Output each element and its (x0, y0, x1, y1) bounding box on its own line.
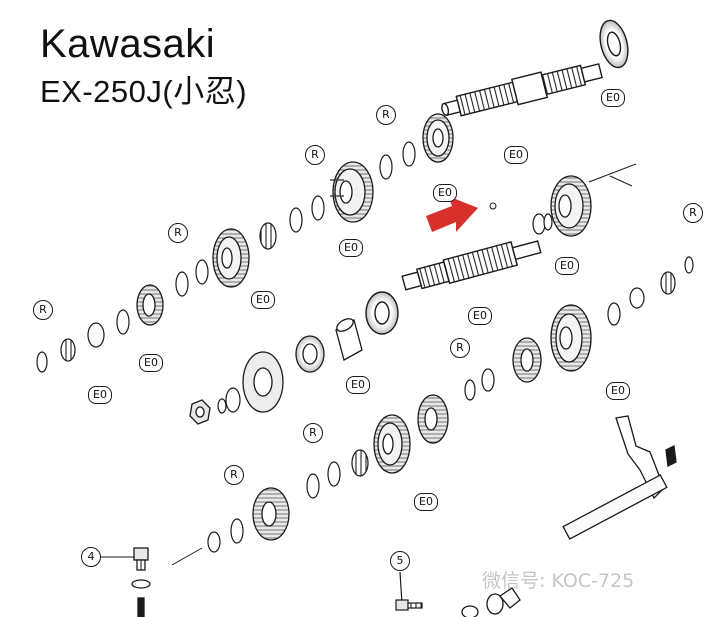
upper-shaft (441, 63, 603, 117)
leader-line (609, 175, 633, 187)
e0-label: E0 (339, 239, 363, 257)
r-label: R (168, 223, 188, 243)
middle-seal (295, 335, 325, 373)
lower-gear-a (417, 394, 449, 444)
wechat-watermark: 微信号: KOC-725 (482, 570, 635, 592)
upper-gear-a (422, 113, 454, 163)
lower-washers (207, 518, 244, 553)
middle-bearing (365, 291, 399, 335)
e0-label: E0 (555, 257, 579, 275)
upper-gear-c (212, 228, 250, 288)
middle-shaft (401, 240, 542, 291)
r-label: R (305, 145, 325, 165)
model-title: EX-250J(小忍) (40, 74, 248, 109)
lower-gear-c (252, 487, 290, 541)
right-gear-large (550, 304, 592, 372)
sprocket-nut (189, 399, 211, 425)
bolt-5 (395, 571, 423, 611)
e0-label: E0 (414, 493, 438, 511)
e0-label: E0 (139, 354, 163, 372)
lower-needle-bearing (306, 449, 369, 499)
middle-sleeve (335, 318, 363, 361)
top-bearing (599, 19, 629, 69)
right-parts (464, 256, 694, 401)
upper-washers-2 (289, 195, 325, 233)
e0-label: E0 (601, 89, 625, 107)
leader-line (588, 163, 637, 183)
e0-label: E0 (88, 386, 112, 404)
r-label: R (450, 338, 470, 358)
upper-washers-4 (87, 309, 130, 348)
upper-washers (379, 141, 416, 180)
sprocket (242, 351, 284, 413)
upper-washers-3 (175, 259, 209, 297)
r-label: R (303, 423, 323, 443)
shift-fork (461, 415, 677, 617)
ref-4-label: 4 (81, 547, 101, 567)
r-label: R (376, 105, 396, 125)
e0-label: E0 (468, 307, 492, 325)
e0-label: E0 (504, 146, 528, 164)
right-gear-small (512, 337, 542, 383)
middle-gear-right (550, 175, 592, 237)
lower-gear-b (373, 414, 411, 474)
locating-dot (489, 202, 497, 210)
brand-title: Kawasaki (40, 22, 216, 66)
middle-washers (217, 387, 241, 414)
e0-label: E0 (346, 376, 370, 394)
needle-bearing-b (36, 338, 76, 373)
needle-bearing-a (259, 222, 277, 250)
e0-label: E0 (433, 184, 457, 202)
upper-gear-b (330, 161, 374, 223)
r-label: R (33, 300, 53, 320)
e0-label: E0 (606, 382, 630, 400)
e0-label: E0 (251, 291, 275, 309)
middle-collar (532, 213, 553, 235)
r-label: R (224, 465, 244, 485)
r-label: R (683, 203, 703, 223)
pointer-arrow (426, 196, 478, 232)
leader-line (171, 547, 203, 566)
ref-5-label: 5 (390, 551, 410, 571)
drain-bolt (131, 547, 151, 617)
upper-gear-d (136, 284, 164, 326)
